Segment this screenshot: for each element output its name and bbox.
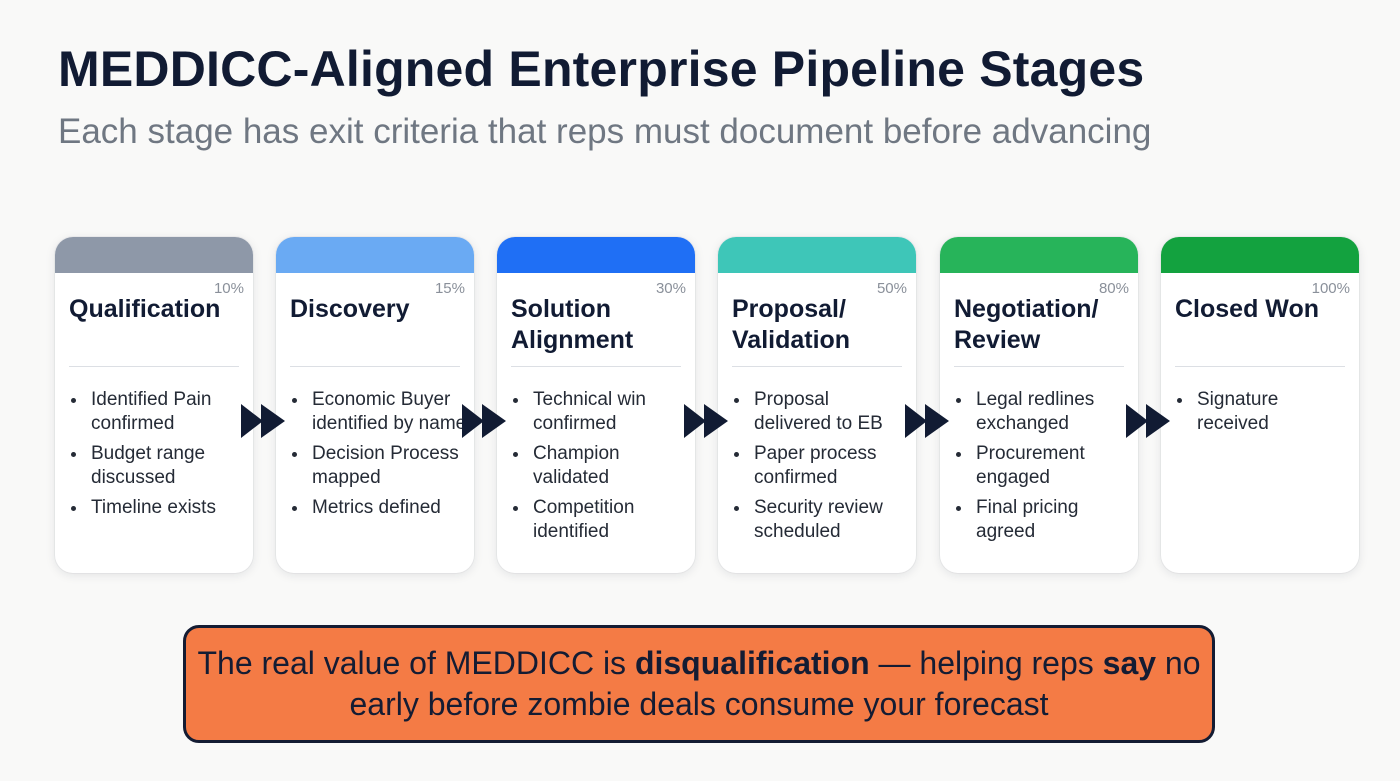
criterion-text: Signature received bbox=[1197, 389, 1279, 434]
divider bbox=[69, 366, 239, 367]
stage-name: Negotiation/ Review bbox=[954, 295, 1099, 354]
bullet-icon bbox=[71, 506, 76, 511]
bullet-icon bbox=[956, 506, 961, 511]
criterion-text: Proposal delivered to EB bbox=[754, 389, 883, 434]
criterion-text: Metrics defined bbox=[312, 497, 441, 518]
exit-criteria-list: Signature received bbox=[1175, 388, 1353, 442]
callout-text-part: The real value of MEDDICC is bbox=[197, 645, 635, 681]
bullet-icon bbox=[513, 398, 518, 403]
exit-criterion: Metrics defined bbox=[290, 496, 468, 520]
bullet-icon bbox=[71, 398, 76, 403]
stage-color-bar bbox=[718, 237, 916, 273]
stage-card-solution-alignment: 30% Solution Alignment Technical win con… bbox=[497, 237, 695, 573]
stage-probability: 100% bbox=[1311, 280, 1350, 297]
stage-name: Proposal/ Validation bbox=[732, 295, 851, 354]
stage-card-proposal-validation: 50% Proposal/ Validation Proposal delive… bbox=[718, 237, 916, 573]
criterion-text: Security review scheduled bbox=[754, 497, 883, 542]
stage-color-bar bbox=[276, 237, 474, 273]
criterion-text: Technical win confirmed bbox=[533, 389, 646, 434]
exit-criterion: Technical win confirmed bbox=[511, 388, 689, 435]
bullet-icon bbox=[71, 452, 76, 457]
bullet-icon bbox=[734, 506, 739, 511]
exit-criterion: Paper process confirmed bbox=[732, 442, 910, 489]
divider bbox=[954, 366, 1124, 367]
exit-criterion: Identified Pain confirmed bbox=[69, 388, 247, 435]
bullet-icon bbox=[956, 452, 961, 457]
exit-criterion: Final pricing agreed bbox=[954, 496, 1132, 543]
criterion-text: Economic Buyer identified by name bbox=[312, 389, 467, 434]
stage-color-bar bbox=[497, 237, 695, 273]
bullet-icon bbox=[292, 398, 297, 403]
stage-name: Qualification bbox=[69, 295, 221, 323]
criterion-text: Legal redlines exchanged bbox=[976, 389, 1095, 434]
stage-probability: 15% bbox=[434, 280, 465, 297]
exit-criteria-list: Technical win confirmed Champion validat… bbox=[511, 388, 689, 550]
stage-color-bar bbox=[940, 237, 1138, 273]
stage-card-discovery: 15% Discovery Economic Buyer identified … bbox=[276, 237, 474, 573]
stage-probability: 10% bbox=[213, 280, 244, 297]
bullet-icon bbox=[292, 506, 297, 511]
stage-name: Discovery bbox=[290, 295, 410, 323]
bullet-icon bbox=[734, 398, 739, 403]
exit-criterion: Procurement engaged bbox=[954, 442, 1132, 489]
exit-criterion: Competition identified bbox=[511, 496, 689, 543]
double-chevron-arrow-icon bbox=[1126, 404, 1170, 438]
bullet-icon bbox=[292, 452, 297, 457]
criterion-text: Budget range discussed bbox=[91, 443, 206, 488]
callout-text: The real value of MEDDICC is disqualific… bbox=[186, 643, 1212, 725]
stage-card-qualification: 10% Qualification Identified Pain confir… bbox=[55, 237, 253, 573]
exit-criterion: Budget range discussed bbox=[69, 442, 247, 489]
exit-criterion: Champion validated bbox=[511, 442, 689, 489]
exit-criteria-list: Legal redlines exchanged Procurement eng… bbox=[954, 388, 1132, 550]
criterion-text: Champion validated bbox=[533, 443, 620, 488]
bullet-icon bbox=[513, 452, 518, 457]
page-subtitle: Each stage has exit criteria that reps m… bbox=[58, 112, 1152, 151]
double-chevron-arrow-icon bbox=[684, 404, 728, 438]
exit-criteria-list: Economic Buyer identified by name Decisi… bbox=[290, 388, 468, 527]
double-chevron-arrow-icon bbox=[905, 404, 949, 438]
criterion-text: Procurement engaged bbox=[976, 443, 1085, 488]
stage-probability: 50% bbox=[876, 280, 907, 297]
stage-probability: 30% bbox=[655, 280, 686, 297]
double-chevron-arrow-icon bbox=[462, 404, 506, 438]
exit-criterion: Economic Buyer identified by name bbox=[290, 388, 468, 435]
bullet-icon bbox=[956, 398, 961, 403]
criterion-text: Paper process confirmed bbox=[754, 443, 877, 488]
stage-card-negotiation-review: 80% Negotiation/ Review Legal redlines e… bbox=[940, 237, 1138, 573]
stage-name: Closed Won bbox=[1175, 295, 1319, 323]
criterion-text: Competition identified bbox=[533, 497, 635, 542]
callout-emphasis: say bbox=[1102, 645, 1157, 681]
double-chevron-arrow-icon bbox=[241, 404, 285, 438]
exit-criterion: Security review scheduled bbox=[732, 496, 910, 543]
bullet-icon bbox=[1177, 398, 1182, 403]
exit-criterion: Decision Process mapped bbox=[290, 442, 468, 489]
callout-text-part: no early before zombie deals consume you… bbox=[349, 645, 1201, 722]
page-title: MEDDICC-Aligned Enterprise Pipeline Stag… bbox=[58, 41, 1145, 97]
divider bbox=[732, 366, 902, 367]
stage-name: Solution Alignment bbox=[511, 295, 634, 354]
callout-text-part: — helping reps bbox=[869, 645, 1103, 681]
exit-criterion: Signature received bbox=[1175, 388, 1353, 435]
stage-color-bar bbox=[55, 237, 253, 273]
key-insight-callout: The real value of MEDDICC is disqualific… bbox=[183, 625, 1215, 743]
bullet-icon bbox=[734, 452, 739, 457]
exit-criterion: Legal redlines exchanged bbox=[954, 388, 1132, 435]
bullet-icon bbox=[513, 506, 518, 511]
criterion-text: Identified Pain confirmed bbox=[91, 389, 212, 434]
stage-card-closed-won: 100% Closed Won Signature received bbox=[1161, 237, 1359, 573]
exit-criterion: Proposal delivered to EB bbox=[732, 388, 910, 435]
exit-criteria-list: Proposal delivered to EB Paper process c… bbox=[732, 388, 910, 550]
exit-criteria-list: Identified Pain confirmed Budget range d… bbox=[69, 388, 247, 527]
criterion-text: Final pricing agreed bbox=[976, 497, 1079, 542]
criterion-text: Timeline exists bbox=[91, 497, 216, 518]
callout-emphasis: disqualification bbox=[634, 645, 870, 681]
stage-probability: 80% bbox=[1098, 280, 1129, 297]
divider bbox=[290, 366, 460, 367]
stage-color-bar bbox=[1161, 237, 1359, 273]
divider bbox=[511, 366, 681, 367]
exit-criterion: Timeline exists bbox=[69, 496, 247, 520]
criterion-text: Decision Process mapped bbox=[312, 443, 459, 488]
divider bbox=[1175, 366, 1345, 367]
